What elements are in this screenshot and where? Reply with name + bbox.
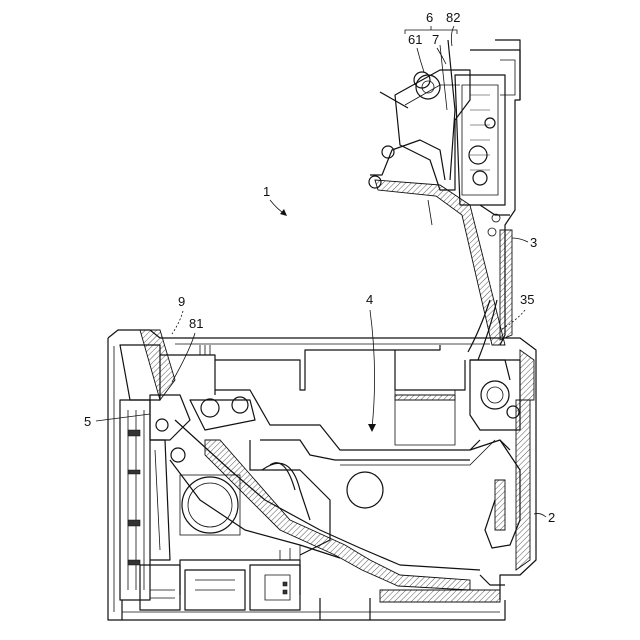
- label-7: 7: [432, 32, 439, 47]
- label-4-arrowhead: [368, 424, 376, 432]
- label-3: 3: [530, 235, 537, 250]
- label-61: 61: [408, 32, 422, 47]
- label-5-leader: [96, 414, 150, 421]
- label-81-leader: [172, 333, 195, 382]
- paper-path: [170, 345, 520, 590]
- label-82: 82: [446, 10, 460, 25]
- label-4: 4: [366, 292, 373, 307]
- label-35: 35: [520, 292, 534, 307]
- label-2: 2: [548, 510, 555, 525]
- label-81: 81: [189, 316, 203, 331]
- label-5: 5: [84, 414, 91, 429]
- label-9: 9: [178, 294, 185, 309]
- upper-cover: [369, 40, 520, 380]
- label-3-leader: [512, 238, 528, 242]
- label-61-leader: [417, 48, 424, 72]
- label-6: 6: [426, 10, 433, 25]
- label-9-leader: [172, 311, 183, 334]
- label-82-leader: [451, 26, 454, 46]
- label-1: 1: [263, 184, 270, 199]
- label-1-arrowhead: [280, 209, 287, 216]
- label-4-leader: [370, 310, 375, 428]
